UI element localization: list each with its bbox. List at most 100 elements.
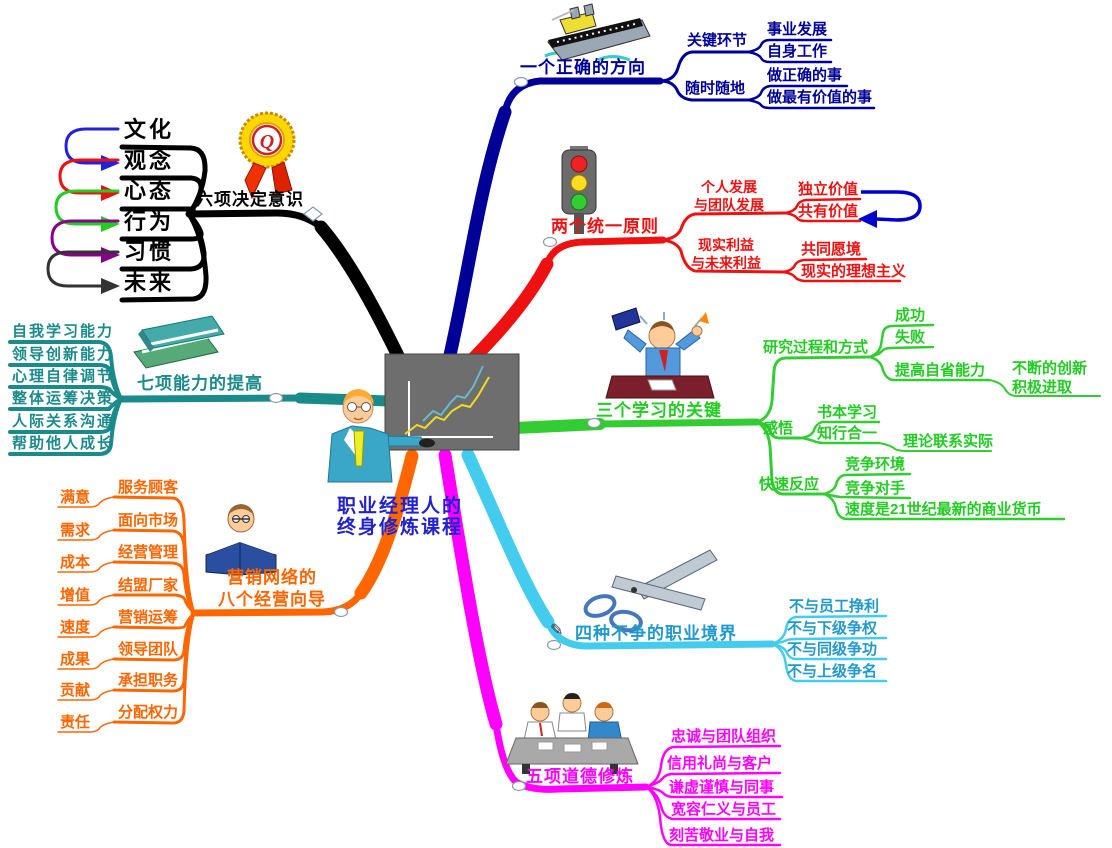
leaf-habit[interactable]: 习惯 bbox=[124, 239, 175, 264]
books-icon bbox=[133, 315, 225, 369]
loop-arrow-icon bbox=[858, 190, 922, 228]
leaf-failure[interactable]: 失败 bbox=[895, 329, 926, 346]
leaf-lead-innovation[interactable]: 领导创新能力 bbox=[12, 346, 115, 363]
topic-learning[interactable]: 三个学习的关键 bbox=[596, 401, 722, 420]
leaf-compete-rival[interactable]: 竞争对手 bbox=[845, 480, 906, 497]
leaf-innovation-line2: 积极进取 bbox=[1012, 379, 1073, 396]
leaf-contribution[interactable]: 贡献 bbox=[60, 682, 91, 699]
subtopic-key-link[interactable]: 关键环节 bbox=[687, 32, 748, 49]
leaf-self-discipline[interactable]: 心理自律调节 bbox=[12, 368, 115, 385]
leaf-behavior[interactable]: 行为 bbox=[124, 209, 175, 234]
leaf-serve-customer[interactable]: 服务顾客 bbox=[118, 479, 179, 496]
topic-awareness[interactable]: 六项决定意识 bbox=[196, 190, 304, 209]
leaf-loyalty-team[interactable]: 忠诚与团队组织 bbox=[671, 728, 777, 745]
leaf-operation-mgmt[interactable]: 经营管理 bbox=[118, 544, 179, 561]
leaf-success[interactable]: 成功 bbox=[895, 307, 926, 324]
leaf-theory-practice[interactable]: 理论联系实际 bbox=[903, 433, 994, 450]
central-topic[interactable]: 职业经理人的 终身修炼课程 bbox=[337, 496, 463, 538]
study-icon bbox=[605, 307, 715, 399]
leaf-face-market[interactable]: 面向市场 bbox=[118, 512, 179, 529]
subtopic-present-future[interactable]: 现实利益 与未来利益 bbox=[691, 236, 761, 272]
traffic-light-icon bbox=[561, 146, 597, 234]
collapse-handles[interactable] bbox=[268, 76, 602, 792]
topic-unity[interactable]: 两个统一原则 bbox=[551, 217, 659, 236]
leaf-innovation[interactable]: 不断的创新 积极进取 bbox=[1012, 359, 1087, 397]
leaf-cost[interactable]: 成本 bbox=[60, 554, 91, 571]
leaf-diligence-self[interactable]: 刻苦敬业与自我 bbox=[669, 827, 775, 844]
subtopic-anytime[interactable]: 随时随地 bbox=[685, 80, 746, 97]
leaf-do-right[interactable]: 做正确的事 bbox=[767, 67, 843, 84]
leaf-culture[interactable]: 文化 bbox=[124, 117, 175, 142]
reading-icon bbox=[205, 504, 277, 576]
leaf-lead-team[interactable]: 领导团队 bbox=[118, 641, 179, 658]
branch-unity-lines bbox=[455, 197, 902, 377]
central-topic-line1: 职业经理人的 bbox=[337, 496, 464, 517]
subtopic-present-future-line2: 与未来利益 bbox=[691, 255, 761, 271]
leaf-mindset[interactable]: 心态 bbox=[124, 178, 175, 203]
leaf-no-profit-fight[interactable]: 不与员工挣利 bbox=[789, 598, 880, 615]
leaf-book-learning[interactable]: 书本学习 bbox=[817, 404, 878, 421]
leaf-no-fame-fight[interactable]: 不与上级争名 bbox=[787, 663, 878, 680]
leaf-help-others-grow[interactable]: 帮助他人成长 bbox=[12, 435, 115, 452]
subtopic-personal-team[interactable]: 个人发展 与团队发展 bbox=[694, 178, 764, 214]
leaf-take-duty[interactable]: 承担职务 bbox=[118, 672, 179, 689]
leaf-own-work[interactable]: 自身工作 bbox=[767, 43, 828, 60]
chart-board bbox=[384, 353, 520, 451]
award-letter: Q bbox=[260, 131, 274, 153]
leaf-ally-makers[interactable]: 结盟厂家 bbox=[118, 577, 179, 594]
leaf-no-credit-fight[interactable]: 不与同级争功 bbox=[787, 641, 878, 658]
leaf-credit-customer[interactable]: 信用礼尚与客户 bbox=[667, 755, 773, 772]
scissors-icon bbox=[583, 549, 718, 633]
leaf-future[interactable]: 未来 bbox=[124, 270, 175, 295]
topic-marketing-line2: 八个经营向导 bbox=[218, 590, 326, 609]
topic-abilities[interactable]: 七项能力的提高 bbox=[137, 374, 263, 393]
topic-marketing-line1: 营销网络的 bbox=[227, 568, 317, 587]
leaf-self-reflection[interactable]: 提高自省能力 bbox=[895, 362, 986, 379]
branch-ethics-lines bbox=[438, 448, 784, 847]
leaf-marketing-planning[interactable]: 营销运筹 bbox=[118, 609, 179, 626]
ship-icon bbox=[544, 3, 651, 62]
leaf-shared-value[interactable]: 共有价值 bbox=[798, 203, 859, 220]
award-icon: Q bbox=[238, 111, 296, 200]
leaf-value-add[interactable]: 增值 bbox=[60, 587, 91, 604]
leaf-career-dev[interactable]: 事业发展 bbox=[767, 21, 828, 38]
subtopic-research[interactable]: 研究过程和方式 bbox=[763, 339, 869, 356]
topic-marketing[interactable]: 营销网络的 八个经营向导 bbox=[218, 567, 326, 611]
subtopic-insight[interactable]: 感悟 bbox=[763, 420, 794, 437]
meeting-icon bbox=[505, 693, 639, 774]
leaf-realistic-idealism[interactable]: 现实的理想主义 bbox=[801, 263, 907, 280]
leaf-concept[interactable]: 观念 bbox=[124, 148, 175, 173]
leaf-shared-vision[interactable]: 共同愿境 bbox=[801, 241, 862, 258]
leaf-speed-currency[interactable]: 速度是21世纪最新的商业货币 bbox=[845, 501, 1042, 518]
leaf-overall-planning[interactable]: 整体运筹决策 bbox=[12, 390, 115, 407]
subtopic-personal-team-line1: 个人发展 bbox=[701, 179, 757, 195]
leaf-responsibility[interactable]: 责任 bbox=[60, 714, 91, 731]
central-topic-line2: 终身修炼课程 bbox=[337, 517, 464, 538]
branch-marketing-lines bbox=[57, 449, 419, 733]
leaf-modesty-colleague[interactable]: 谦虚谨慎与同事 bbox=[669, 779, 775, 796]
leaf-demand[interactable]: 需求 bbox=[60, 522, 91, 539]
leaf-knowledge-action[interactable]: 知行合一 bbox=[817, 425, 878, 442]
topic-direction[interactable]: 一个正确的方向 bbox=[520, 58, 646, 77]
leaf-independent-value[interactable]: 独立价值 bbox=[798, 181, 859, 198]
leaf-tolerance-staff[interactable]: 宽容仁义与员工 bbox=[671, 801, 777, 818]
subtopic-personal-team-line2: 与团队发展 bbox=[694, 197, 764, 213]
leaf-interpersonal[interactable]: 人际关系沟通 bbox=[12, 413, 115, 430]
topic-ethics[interactable]: 五项道德修炼 bbox=[526, 767, 634, 786]
leaf-self-learning[interactable]: 自我学习能力 bbox=[12, 323, 115, 340]
awareness-cycle-arrows bbox=[46, 127, 120, 294]
leaf-speed[interactable]: 速度 bbox=[60, 619, 91, 636]
leaf-satisfaction[interactable]: 满意 bbox=[60, 489, 91, 506]
leaf-distribute-power[interactable]: 分配权力 bbox=[118, 704, 179, 721]
leaf-do-valuable[interactable]: 做最有价值的事 bbox=[767, 89, 873, 106]
leaf-results[interactable]: 成果 bbox=[60, 651, 91, 668]
branch-learning-lines bbox=[509, 323, 1101, 521]
leaf-compete-env[interactable]: 竞争环境 bbox=[845, 456, 906, 473]
branch-direction-lines bbox=[440, 38, 876, 375]
leaf-no-power-fight[interactable]: 不与下级争权 bbox=[787, 620, 878, 637]
branch-awareness-lines bbox=[119, 144, 409, 371]
topic-no-contest[interactable]: 四种不争的职业境界 bbox=[575, 624, 737, 643]
subtopic-fast-react[interactable]: 快速反应 bbox=[759, 476, 820, 493]
